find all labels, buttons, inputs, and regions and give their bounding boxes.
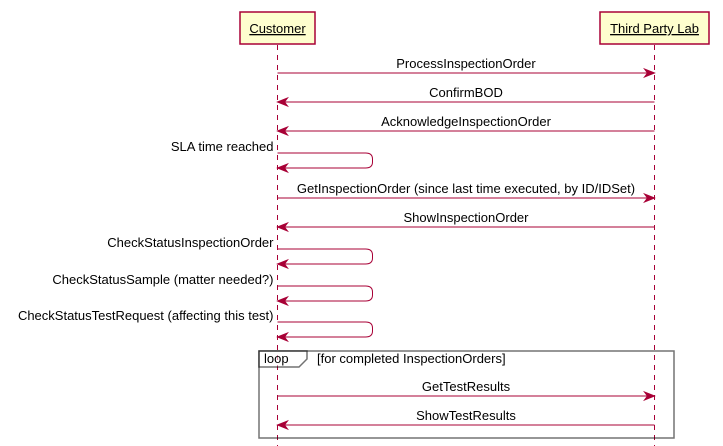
message-label: ConfirmBOD [429, 85, 503, 100]
arrowhead [276, 258, 289, 270]
arrowhead [643, 390, 656, 402]
arrowhead [276, 295, 289, 307]
message-confirmbod[interactable]: ConfirmBOD [276, 85, 655, 108]
loop-fragment: loop [for completed InspectionOrders] [258, 350, 675, 439]
message-label: ShowInspectionOrder [403, 210, 529, 225]
message-checkstatusinspectionorder[interactable]: CheckStatusInspectionOrder [107, 235, 373, 270]
message-label: ShowTestResults [416, 408, 516, 423]
message-processinspectionorder[interactable]: ProcessInspectionOrder [277, 56, 656, 79]
message-checkstatussample-matter-needed[interactable]: CheckStatusSample (matter needed?) [52, 272, 373, 307]
arrowhead [643, 192, 656, 204]
participant-third-party-lab[interactable]: Third Party Lab [599, 11, 710, 45]
message-label: GetTestResults [422, 379, 511, 394]
message-label: SLA time reached [171, 139, 274, 154]
message-sla-time-reached[interactable]: SLA time reached [171, 139, 373, 174]
message-acknowledgeinspectionorder[interactable]: AcknowledgeInspectionOrder [276, 114, 655, 137]
arrowhead [276, 162, 289, 174]
message-getinspectionorder-since-last-time-executed-by-id-idset[interactable]: GetInspectionOrder (since last time exec… [277, 181, 656, 204]
arrowhead [276, 331, 289, 343]
self-message-arrow [277, 321, 373, 338]
message-label: CheckStatusSample (matter needed?) [52, 272, 273, 287]
message-label: ProcessInspectionOrder [396, 56, 536, 71]
self-message-arrow [277, 285, 373, 302]
message-gettestresults[interactable]: GetTestResults [277, 379, 656, 402]
message-label: GetInspectionOrder (since last time exec… [297, 181, 635, 196]
message-showinspectionorder[interactable]: ShowInspectionOrder [276, 210, 655, 233]
participant-customer[interactable]: Customer [239, 11, 316, 45]
loop-keyword: loop [264, 351, 289, 366]
message-label: CheckStatusInspectionOrder [107, 235, 274, 250]
self-message-arrow [277, 248, 373, 265]
arrowhead [276, 419, 289, 431]
loop-condition: [for completed InspectionOrders] [317, 351, 506, 366]
message-label: CheckStatusTestRequest (affecting this t… [18, 308, 274, 323]
arrowhead [643, 67, 656, 79]
message-checkstatustestrequest-affecting-this-test[interactable]: CheckStatusTestRequest (affecting this t… [18, 308, 373, 343]
participant-lab-label: Third Party Lab [610, 21, 699, 36]
message-label: AcknowledgeInspectionOrder [381, 114, 551, 129]
arrowhead [276, 125, 289, 137]
self-message-arrow [277, 152, 373, 169]
arrowhead [276, 96, 289, 108]
arrowhead [276, 221, 289, 233]
participant-customer-label: Customer [249, 21, 306, 36]
message-showtestresults[interactable]: ShowTestResults [276, 408, 655, 431]
